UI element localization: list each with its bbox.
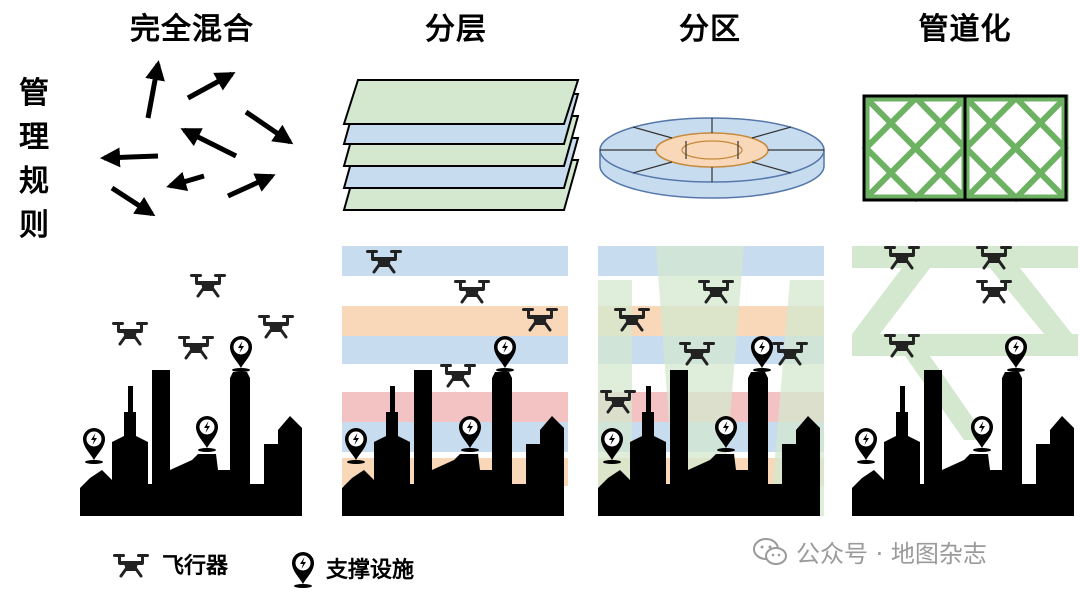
layer-plates (342, 79, 580, 211)
title-layered: 分层 (425, 12, 487, 47)
wechat-icon (753, 537, 787, 565)
city-skyline-pipelined (852, 370, 1074, 516)
pipeline-lattice (861, 93, 1070, 203)
legend-facility: 支撑设施 (290, 548, 414, 588)
row-label-char: 则 (19, 208, 49, 243)
legend-drone: 飞行器 (110, 548, 228, 580)
drone-icon (111, 552, 151, 578)
row-label-char: 规 (19, 164, 49, 199)
zone-disc (599, 117, 825, 199)
watermark-text: 公众号 · 地图杂志 (796, 540, 987, 568)
title-pipelined: 管道化 (918, 12, 1012, 47)
watermark: 公众号 · 地图杂志 (752, 534, 987, 569)
legend-drone-label: 飞行器 (162, 554, 229, 579)
charging-pin-icon (292, 552, 314, 588)
row-label-char: 管 (19, 76, 49, 111)
title-zoned: 分区 (679, 12, 741, 47)
row-label-management-rules: 管 理 规 则 (14, 72, 54, 248)
city-skyline-mixed (80, 370, 302, 516)
legend-facility-label: 支撑设施 (326, 558, 415, 583)
mixed-arrows (100, 60, 294, 217)
row-label-char: 理 (19, 120, 49, 155)
pipeline-routes (852, 246, 1078, 440)
title-mixed: 完全混合 (130, 12, 254, 47)
